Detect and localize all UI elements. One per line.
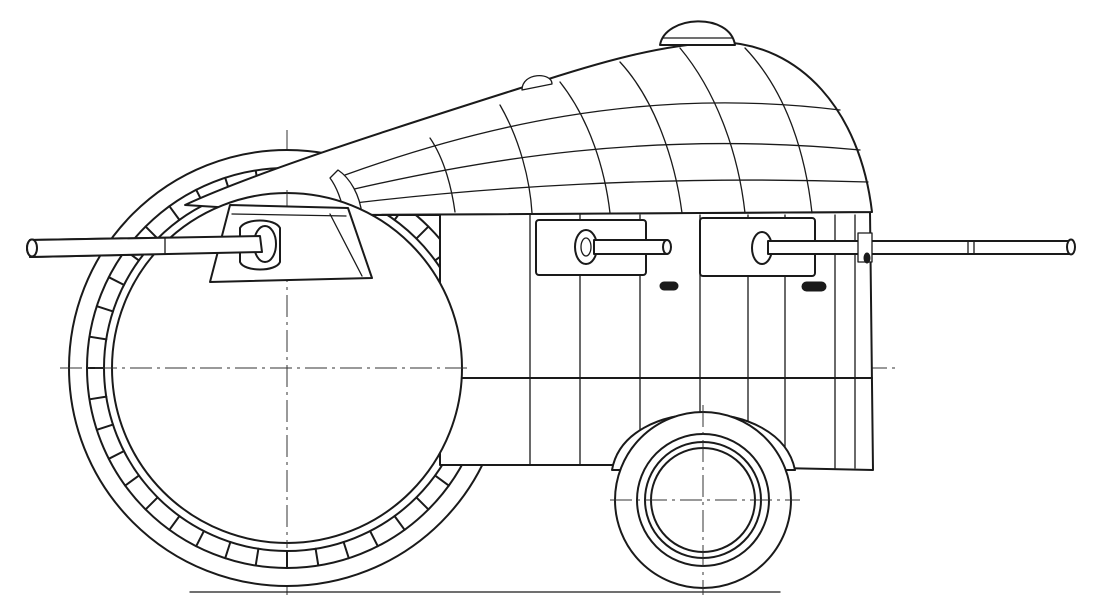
main-wheel-tread-segment bbox=[95, 423, 114, 431]
superstructure-rib-5 bbox=[679, 47, 746, 214]
top-cupola-dome bbox=[659, 20, 736, 46]
side-gun-port-2 bbox=[699, 217, 1076, 277]
front-turret-bevel-overlay bbox=[329, 213, 363, 277]
superstructure-line-1 bbox=[344, 102, 841, 176]
superstructure-rib-3 bbox=[559, 81, 611, 214]
main-wheel-disc bbox=[60, 190, 470, 548]
superstructure-line-3 bbox=[354, 179, 869, 204]
main-wheel-tread-segment bbox=[144, 496, 159, 511]
main-wheel-tread-segment bbox=[88, 395, 108, 401]
front-turret-top-edge-overlay bbox=[231, 213, 347, 217]
main-wheel-tread-segment bbox=[168, 515, 181, 531]
main-wheel-tread-segment bbox=[314, 547, 320, 567]
main-wheel-tread-segment bbox=[107, 276, 125, 286]
front-turret-overlay bbox=[26, 204, 373, 283]
superstructure-rib-1 bbox=[429, 137, 456, 213]
small-vent-dome bbox=[521, 75, 553, 91]
rear-wheel bbox=[610, 405, 800, 595]
side-port-1-ball-inner bbox=[580, 237, 592, 257]
main-wheel-tread-segment bbox=[342, 541, 350, 560]
main-wheel-tread-segment bbox=[168, 205, 181, 221]
superstructure-rib-6 bbox=[744, 47, 813, 214]
superstructure-rib-4 bbox=[619, 61, 683, 214]
side-gun-2-muzzle bbox=[1066, 238, 1076, 256]
side-gun-port-1 bbox=[535, 219, 672, 276]
main-wheel-tread-segment bbox=[95, 305, 114, 313]
superstructure-shell bbox=[184, 41, 873, 216]
side-gun-1-muzzle bbox=[662, 239, 672, 255]
main-wheel-tread-segment bbox=[224, 541, 232, 560]
main-wheel-tread-segment bbox=[107, 450, 125, 460]
main-wheel-tread-segment bbox=[124, 474, 140, 487]
hull-fittings bbox=[659, 252, 871, 292]
front-gun-muzzle-overlay bbox=[26, 238, 38, 258]
hull-fitting-3 bbox=[863, 252, 871, 264]
main-wheel-tread-segment bbox=[434, 474, 450, 487]
main-wheel-tread-segment bbox=[415, 225, 430, 240]
hull-fitting-2 bbox=[801, 281, 827, 292]
superstructure-line-2 bbox=[349, 142, 861, 191]
main-wheel-tread-segment bbox=[415, 496, 430, 511]
main-wheel-tread-segment bbox=[144, 225, 159, 240]
hull-fitting-1 bbox=[659, 281, 679, 291]
main-wheel-tread-segment bbox=[254, 547, 260, 567]
main-wheel-tread-segment bbox=[88, 335, 108, 341]
main-wheel-tread-segment bbox=[393, 515, 406, 531]
main-wheel-tread-segment bbox=[369, 530, 379, 548]
superstructure bbox=[184, 20, 873, 219]
superstructure-rib-2 bbox=[499, 104, 533, 214]
side-gun-2-barrel bbox=[767, 240, 1071, 255]
side-gun-1-barrel bbox=[593, 239, 668, 255]
main-wheel-tread-segment bbox=[195, 530, 205, 548]
